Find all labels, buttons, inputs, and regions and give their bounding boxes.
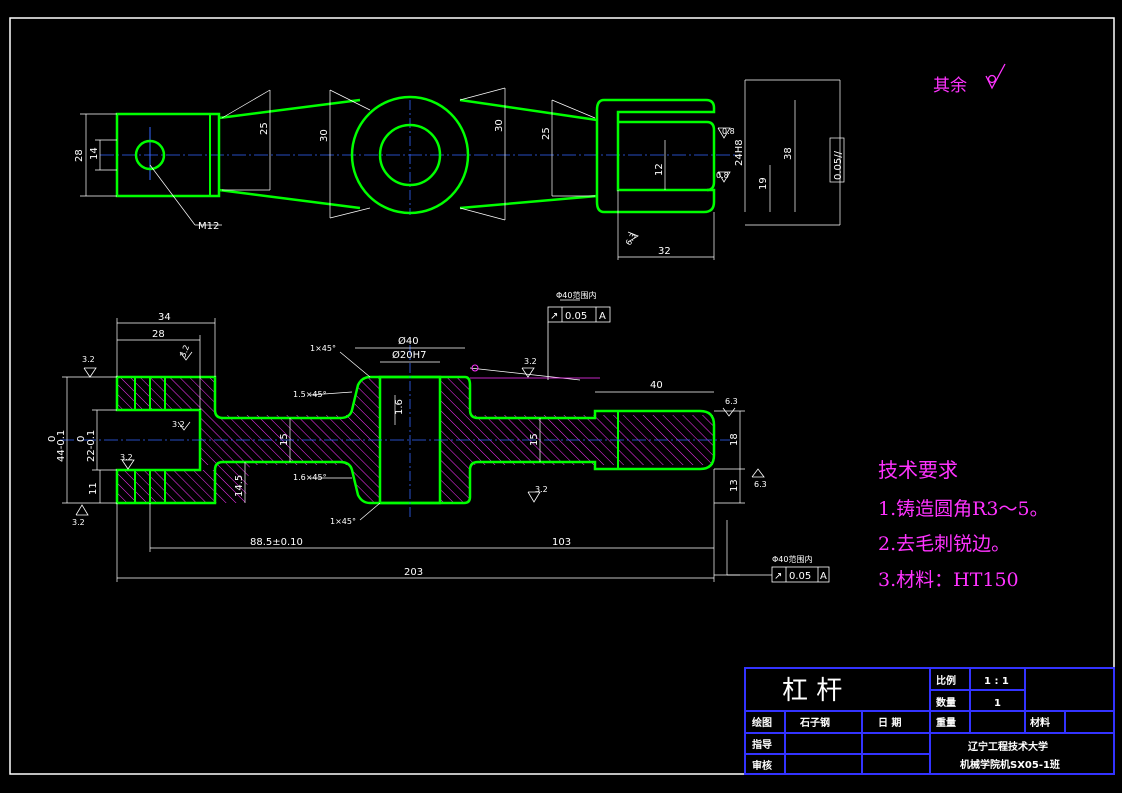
dim-12: 12 xyxy=(654,163,665,176)
tech-requirements-heading: 技术要求 xyxy=(878,458,958,482)
dim-28-front: 28 xyxy=(152,329,165,340)
dim-25-right: 25 xyxy=(541,127,552,140)
ra-63-fork: 6.3 xyxy=(624,231,638,247)
ra-32-e: 3.2 xyxy=(524,357,537,366)
drawn-name: 石子钢 xyxy=(799,716,830,729)
m12-hole xyxy=(134,139,166,171)
fcf-top-datum: A xyxy=(599,311,606,322)
weight-label: 重量 xyxy=(936,716,956,729)
left-block xyxy=(115,112,221,198)
left-arm xyxy=(218,98,361,210)
dim-32: 32 xyxy=(658,246,671,257)
drawn-label: 绘图 xyxy=(752,716,772,729)
date-label: 日 期 xyxy=(878,716,901,729)
dim-1-6: 1.6 xyxy=(394,399,405,415)
thread-m12: M12 xyxy=(198,221,219,232)
qty-value: 1 xyxy=(994,698,1001,709)
ra-32-f: 3.2 xyxy=(535,485,548,494)
scale-value: 1 : 1 xyxy=(984,676,1009,687)
dim-44-zero: 0 xyxy=(47,436,58,442)
dim-88-5: 88.5±0.10 xyxy=(250,537,303,548)
fcf-top-note: Φ40范围内 xyxy=(556,290,596,300)
right-fork xyxy=(595,98,716,214)
chamfer-15x45: 1.5×45° xyxy=(293,390,327,399)
dim-22-zero: 0 xyxy=(76,436,87,442)
fcf-bottom-box xyxy=(771,566,830,583)
lever-outline xyxy=(115,375,716,505)
title-block xyxy=(744,667,1115,775)
ra-32-a: 3.2 xyxy=(82,355,95,364)
material-label: 材料 xyxy=(1030,716,1050,729)
dim-18: 18 xyxy=(729,433,740,446)
fcf-top-symbol: ↗ xyxy=(550,311,558,322)
tech-requirement-1: 1.铸造圆角R3～5。 xyxy=(878,498,1049,520)
roughness-icon xyxy=(985,63,1006,90)
check-label: 审核 xyxy=(752,759,772,772)
fcf-top-value: 0.05 xyxy=(565,311,587,322)
tech-requirement-3: 3.材料：HT150 xyxy=(878,569,1019,591)
dim-15-right: 15 xyxy=(529,433,540,446)
dim-40-right: 40 xyxy=(650,380,663,391)
ra-32-c: 3.2 xyxy=(120,453,133,462)
hub-outer xyxy=(350,95,470,215)
ra-32-d: 3.2 xyxy=(72,518,85,527)
top-view: 28 14 25 30 30 25 12 24H8 19 38 0.05// 3… xyxy=(74,79,845,260)
front-view: Φ40范围内 ↗ 0.05 A Φ40范围内 ↗ 0.05 A 34 28 Ø4… xyxy=(47,290,830,583)
part-name: 杠 杆 xyxy=(782,676,842,706)
fcf-bottom-datum: A xyxy=(820,571,827,582)
class-name: 机械学院机SX05-1班 xyxy=(960,758,1060,771)
qty-label: 数量 xyxy=(936,696,956,709)
dim-34: 34 xyxy=(158,312,171,323)
scale-label: 比例 xyxy=(936,674,956,687)
dim-13: 13 xyxy=(729,479,740,492)
ra-08-bottom: 0.8 xyxy=(716,171,729,180)
dim-44: 44-0.1 xyxy=(56,430,67,462)
fcf-bottom-note: Φ40范围内 xyxy=(772,554,812,564)
dim-11: 11 xyxy=(88,482,99,495)
fcf-bottom-value: 0.05 xyxy=(789,571,811,582)
dim-15-left: 15 xyxy=(279,433,290,446)
dim-phi40: Ø40 xyxy=(398,335,419,347)
review-label: 指导 xyxy=(752,738,772,751)
dim-30-left: 30 xyxy=(319,129,330,142)
dim-24h8: 24H8 xyxy=(734,139,745,166)
dim-103: 103 xyxy=(552,537,571,548)
dim-14: 14 xyxy=(89,147,100,160)
dim-30-right: 30 xyxy=(494,119,505,132)
ra-63-a: 6.3 xyxy=(725,397,738,406)
dim-22: 22-0.1 xyxy=(86,430,97,462)
dim-14-5: 14.5 xyxy=(234,475,245,497)
dim-203: 203 xyxy=(404,567,423,578)
dim-38: 38 xyxy=(783,147,794,160)
fcf-bottom-symbol: ↗ xyxy=(774,571,782,582)
chamfer-1x45-bottom: 1×45° xyxy=(330,517,356,526)
dim-28: 28 xyxy=(74,149,85,162)
right-arm xyxy=(459,98,598,210)
dim-19: 19 xyxy=(758,177,769,190)
tolerance-parallel: 0.05// xyxy=(833,150,844,180)
dim-phi20h7: Ø20H7 xyxy=(392,349,426,361)
ra-08-top: 0.8 xyxy=(722,127,735,136)
surface-finish-note: 其余 xyxy=(933,76,967,96)
chamfer-1x45-top: 1×45° xyxy=(310,344,336,353)
tech-requirement-2: 2.去毛刺锐边。 xyxy=(878,533,1010,555)
chamfer-16x45: 1.6×45° xyxy=(293,473,327,482)
ra-63-b: 6.3 xyxy=(754,480,767,489)
hub-bore xyxy=(378,123,442,187)
dim-25-left: 25 xyxy=(259,122,270,135)
ra-32-g: 3.2 xyxy=(178,344,191,359)
ra-32-b: 3.2 xyxy=(172,420,185,429)
fcf-top-box xyxy=(547,306,611,323)
drawing-frame xyxy=(9,17,1115,775)
school-name: 辽宁工程技术大学 xyxy=(968,740,1048,753)
